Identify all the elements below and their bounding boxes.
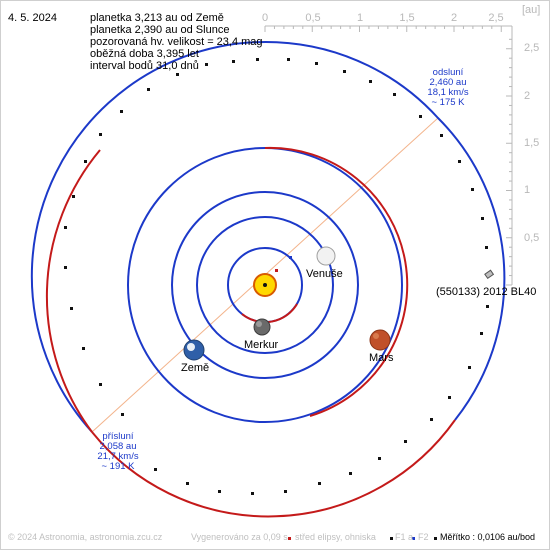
- earth-clouds: [187, 343, 195, 351]
- legend-f2-marker: [412, 537, 415, 540]
- y-tick-label: 1: [524, 184, 531, 196]
- sun-center-dot: [263, 283, 267, 287]
- earth-icon: [183, 339, 205, 361]
- date-label: 4. 5. 2024: [8, 12, 57, 24]
- ellipse-focus-marker: [289, 256, 292, 259]
- aphelion-distance: 2,460 au: [429, 77, 467, 88]
- footer-legend-f1: F1 a: [395, 532, 414, 542]
- x-tick-label: 2: [450, 12, 458, 24]
- perihelion-distance: 2,058 au: [99, 441, 137, 452]
- x-tick-label: 0: [261, 12, 269, 24]
- asteroid-icon: [484, 269, 495, 280]
- mars-orbit-below-ecliptic: [264, 146, 409, 417]
- ellipse-center-marker: [275, 269, 278, 272]
- legend-f1-marker: [390, 537, 393, 540]
- mars-highlight: [373, 333, 379, 339]
- footer-copyright: © 2024 Astronomia, astronomia.zcu.cz: [8, 532, 163, 542]
- perihelion-note: přísluní 2,058 au 21,7 km/s ~ 191 K: [88, 432, 148, 472]
- legend-scale-marker: [434, 537, 437, 540]
- x-axis-ticks: [264, 26, 502, 32]
- info-earth-distance: planetka 3,213 au od Země: [90, 12, 224, 24]
- x-tick-label: 1: [356, 12, 364, 24]
- asteroid-orbit-above-ecliptic: [30, 40, 506, 433]
- mars-icon: [369, 329, 391, 351]
- info-sun-distance: planetka 2,390 au od Slunce: [90, 24, 230, 36]
- earth-label: Země: [181, 362, 210, 374]
- y-tick-label: 1,5: [524, 137, 540, 149]
- x-tick-label: 0,5: [305, 12, 321, 24]
- asteroid-orbit-below-ecliptic: [91, 419, 456, 518]
- y-tick-label: 2: [524, 90, 531, 102]
- perihelion-title: přísluní: [102, 431, 134, 442]
- asteroid-label: (550133) 2012 BL40: [436, 286, 537, 298]
- mercury-icon: [253, 318, 271, 336]
- x-tick-label: 1,5: [399, 12, 415, 24]
- mars-label: Mars: [369, 352, 394, 364]
- y-axis-ticks: [506, 38, 512, 286]
- mercury-highlight: [256, 321, 262, 327]
- perihelion-speed: 21,7 km/s: [97, 451, 139, 462]
- legend-center-marker: [288, 537, 291, 540]
- y-tick-label: 0,5: [524, 232, 540, 244]
- asteroid-orbit-below-ecliptic-west: [45, 149, 101, 433]
- venus-icon: [316, 246, 336, 266]
- perihelion-temperature: ~ 191 K: [101, 461, 135, 472]
- footer-legend-center: střed elipsy, ohniska: [295, 532, 376, 542]
- footer-generated: Vygenerováno za 0,09 s: [191, 532, 288, 542]
- aphelion-speed: 18,1 km/s: [427, 87, 469, 98]
- orbit-interval-dots: [64, 58, 489, 495]
- info-orbital-period: oběžná doba 3,395 let: [90, 48, 199, 60]
- info-block: planetka 3,213 au od Země planetka 2,390…: [90, 12, 263, 72]
- earth-orbit: [171, 191, 359, 379]
- mercury-orbit-below-ecliptic: [241, 303, 298, 324]
- venus-label: Venuše: [306, 268, 343, 280]
- footer-legend-f2: F2: [418, 532, 429, 542]
- mercury-label: Merkur: [244, 339, 279, 351]
- venus-orbit: [196, 216, 334, 354]
- axis-unit-label: [au]: [522, 4, 541, 16]
- aphelion-note: odsluní 2,460 au 18,1 km/s ~ 175 K: [418, 68, 478, 108]
- info-point-interval: interval bodů 31,0 dnů: [90, 60, 199, 72]
- aphelion-temperature: ~ 175 K: [431, 97, 465, 108]
- info-magnitude: pozorovaná hv. velikost = 23,4 mag: [90, 36, 263, 48]
- y-tick-label: 2,5: [524, 42, 540, 54]
- x-tick-label: 2,5: [488, 12, 504, 24]
- aphelion-title: odsluní: [432, 67, 464, 78]
- footer-scale: Měřítko : 0,0106 au/bod: [440, 532, 536, 542]
